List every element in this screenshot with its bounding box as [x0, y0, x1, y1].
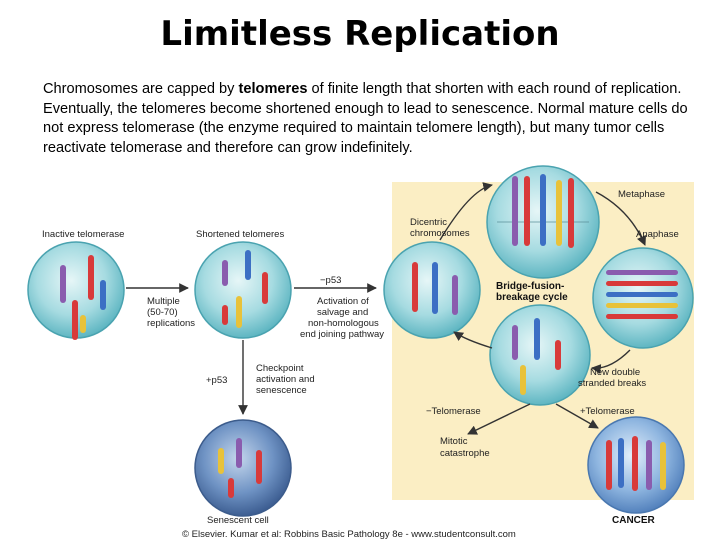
label-anaphase: Anaphase: [636, 229, 679, 240]
label-minus-telomerase: −Telomerase: [426, 406, 481, 417]
cell-inactive-telomerase: [27, 241, 125, 340]
label-metaphase: Metaphase: [618, 189, 665, 200]
arrow-minus-telomerase: [467, 403, 531, 435]
arrow-plus-telomerase: [555, 403, 599, 429]
intro-text-1: Chromosomes are capped by: [43, 81, 239, 97]
label-checkpoint-2: activation and: [256, 374, 315, 385]
label-shortened-telomeres: Shortened telomeres: [196, 229, 284, 240]
label-new-double-1: New double: [590, 367, 640, 378]
label-mitotic-2: catastrophe: [440, 448, 490, 459]
cell-senescent: [194, 419, 292, 517]
arrow-to-new-breaks: [591, 349, 631, 374]
label-bfb-2: breakage cycle: [496, 292, 568, 303]
label-50-70: (50-70): [147, 307, 178, 318]
label-multiple: Multiple: [147, 296, 180, 307]
credit-line: © Elsevier. Kumar et al: Robbins Basic P…: [182, 529, 516, 540]
arrow-to-anaphase: [595, 191, 647, 246]
label-new-double-2: stranded breaks: [578, 378, 646, 389]
intro-term-telomeres: telomeres: [238, 81, 308, 97]
cell-new-breaks: [489, 304, 591, 406]
page-title: Limitless Replication: [160, 14, 560, 54]
label-plus-telomerase: +Telomerase: [580, 406, 635, 417]
cell-metaphase: [486, 165, 600, 279]
label-minus-p53: −p53: [320, 275, 341, 286]
cell-dicentric: [383, 241, 481, 339]
intro-paragraph: Chromosomes are capped by telomeres of f…: [43, 80, 688, 158]
intro-text-2: of finite length that shorten with each …: [43, 81, 688, 156]
label-inactive-telomerase: Inactive telomerase: [42, 229, 124, 240]
label-activation-4: end joining pathway: [300, 329, 384, 340]
label-checkpoint-1: Checkpoint: [256, 363, 304, 374]
cell-anaphase: [592, 247, 694, 349]
label-checkpoint-3: senescence: [256, 385, 307, 396]
label-cancer: CANCER: [612, 515, 656, 526]
arrow-to-dicentric: [453, 331, 493, 349]
label-activation-1: Activation of: [317, 296, 369, 307]
label-mitotic-1: Mitotic: [440, 436, 468, 447]
label-dicentric-1: Dicentric: [410, 217, 447, 228]
label-activation-3: non-homologous: [308, 318, 379, 329]
label-activation-2: salvage and: [317, 307, 368, 318]
cell-cancer: [587, 416, 685, 514]
label-replications: replications: [147, 318, 195, 329]
label-bfb-1: Bridge-fusion-: [496, 281, 564, 292]
cell-shortened-telomeres: [194, 241, 292, 339]
label-dicentric-2: chromosomes: [410, 228, 470, 239]
label-plus-p53: +p53: [206, 375, 227, 386]
arrow-to-metaphase: [439, 182, 493, 241]
label-senescent-cell: Senescent cell: [207, 515, 269, 526]
